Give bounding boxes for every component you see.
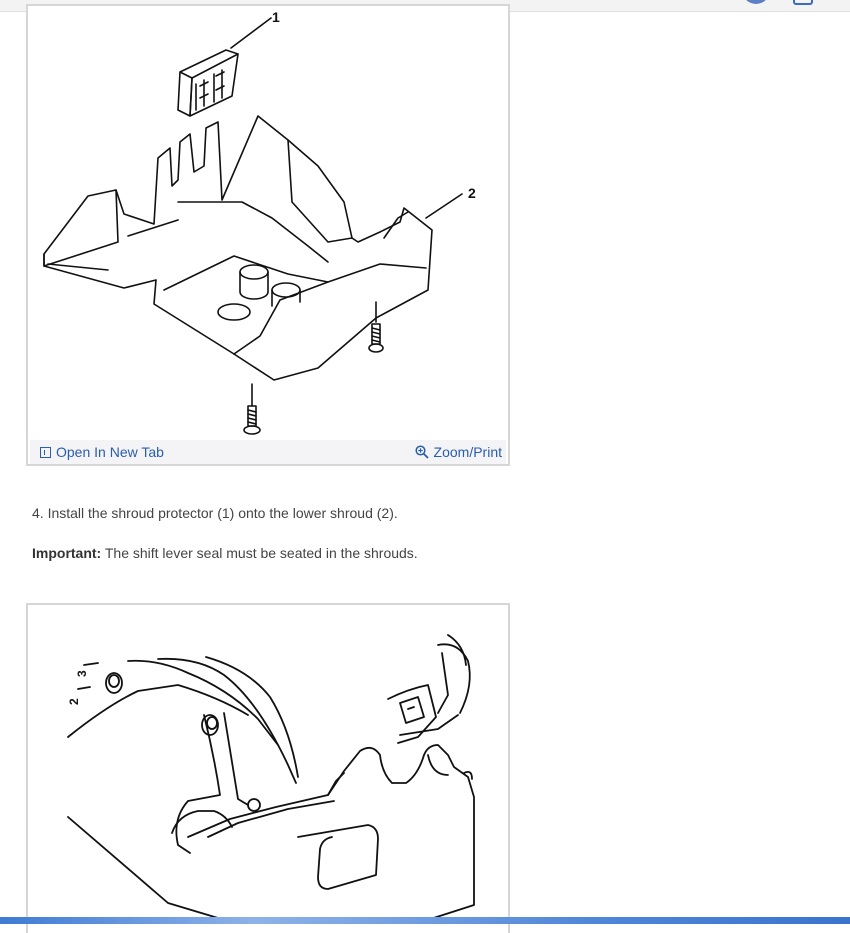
figure-footer: Open In New Tab Zoom/Print — [30, 440, 506, 464]
shift-lever-seal-part — [387, 634, 471, 744]
steering-column-diagram-image: 3 2 — [67, 634, 475, 924]
figure-shroud-protector: 1 2 — [26, 4, 510, 466]
lower-shroud-part — [43, 115, 433, 381]
chat-icon[interactable] — [793, 0, 813, 5]
zoom-print-label: Zoom/Print — [433, 444, 502, 460]
callout-1: 1 — [272, 9, 280, 25]
shroud-diagram-image: 1 2 — [43, 9, 476, 435]
important-note: Important: The shift lever seal must be … — [32, 545, 418, 561]
column-housing-part — [67, 656, 299, 922]
shroud-protector-part — [177, 49, 239, 117]
profile-avatar-icon[interactable] — [742, 0, 770, 4]
callout-left-top: 3 — [75, 670, 89, 677]
zoom-in-icon — [414, 445, 429, 459]
zoom-print-link[interactable]: Zoom/Print — [414, 444, 502, 460]
open-new-tab-icon — [40, 446, 51, 458]
step-4-text: 4. Install the shroud protector (1) onto… — [32, 505, 398, 521]
open-in-new-tab-label: Open In New Tab — [56, 444, 164, 460]
figure-shift-lever-seal: 3 2 — [26, 603, 510, 933]
callout-2: 2 — [468, 185, 476, 201]
callout-left-bottom: 2 — [67, 698, 81, 705]
taskbar-strip — [0, 917, 850, 924]
important-label: Important: — [32, 545, 102, 561]
important-text: The shift lever seal must be seated in t… — [101, 545, 418, 561]
open-in-new-tab-link[interactable]: Open In New Tab — [40, 444, 164, 460]
screw-right-part — [368, 301, 384, 353]
screw-bottom-part — [243, 383, 261, 435]
lower-shroud-part-2 — [187, 744, 475, 924]
